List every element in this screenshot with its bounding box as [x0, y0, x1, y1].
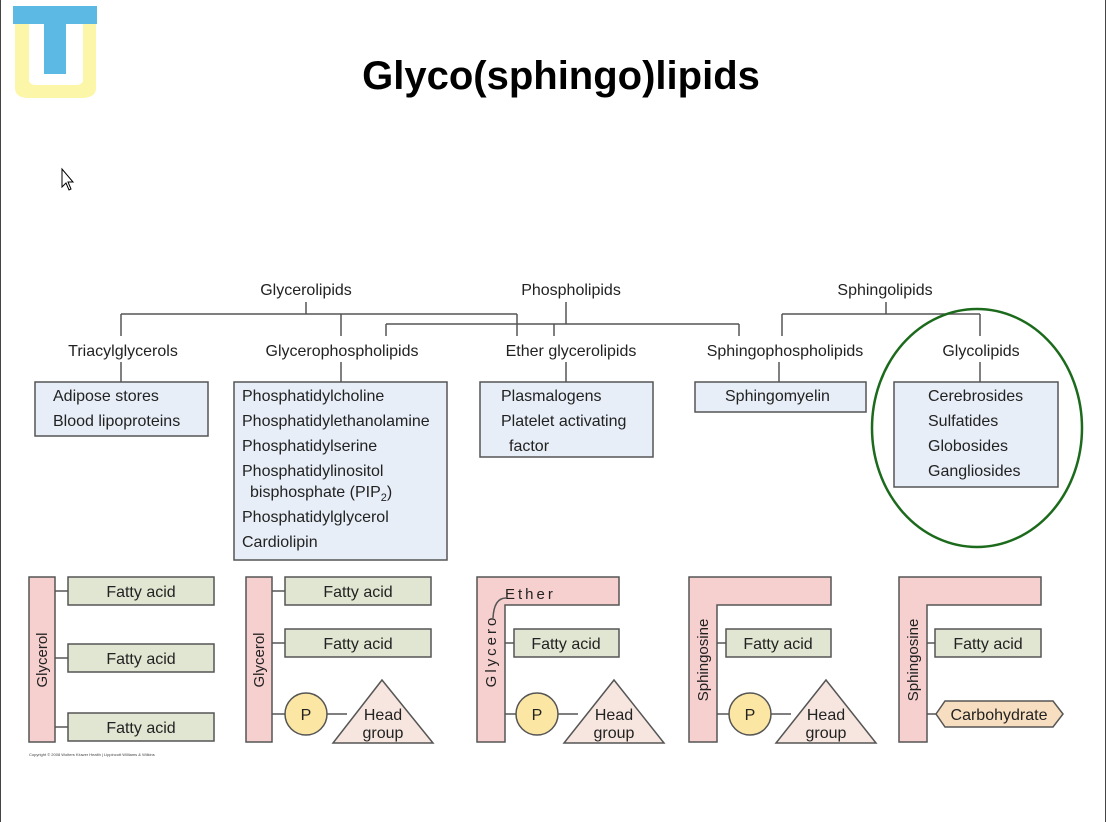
head-group-line1: Head	[595, 707, 633, 724]
example-blood-lipoproteins: Blood lipoproteins	[53, 413, 180, 430]
example-platelet-activating: Platelet activating	[501, 413, 626, 430]
carbohydrate-label: Carbohydrate	[951, 707, 1048, 724]
logo	[13, 6, 97, 98]
example-adipose-stores: Adipose stores	[53, 388, 159, 405]
phosphate-label: P	[532, 707, 543, 724]
example-globosides: Globosides	[928, 438, 1008, 455]
phosphate-label: P	[301, 707, 312, 724]
head-group-line2: group	[363, 725, 404, 742]
example-sulfatides: Sulfatides	[928, 413, 998, 430]
example-bisphosphate-pip2: bisphosphate (PIP2)	[250, 484, 392, 504]
example-phosphatidylinositol: Phosphatidylinositol	[242, 463, 383, 480]
fatty-acid-label: Fatty acid	[106, 584, 175, 601]
example-factor: factor	[509, 438, 550, 455]
structure-ether-glycerolipid: Glycero Ether Fatty acid P Head group	[476, 576, 666, 744]
head-group-line2: group	[594, 725, 635, 742]
box-glycerophospholipids	[233, 381, 448, 561]
category-sphingolipids: Sphingolipids	[837, 282, 932, 299]
fatty-acid-label: Fatty acid	[323, 636, 392, 653]
backbone-label-glycerol-2: Glycerol	[251, 632, 268, 687]
backbone-label-sphingosine-1: Sphingosine	[695, 619, 712, 702]
category-glycerolipids: Glycerolipids	[260, 282, 352, 299]
example-phosphatidylcholine: Phosphatidylcholine	[242, 388, 384, 405]
example-plasmalogens: Plasmalogens	[501, 388, 602, 405]
subcategory-glycerophospholipids: Glycerophospholipids	[266, 343, 419, 360]
copyright-text: Copyright © 2008 Wolters Kluwer Health |…	[29, 752, 155, 757]
fatty-acid-label: Fatty acid	[531, 636, 600, 653]
phosphate-label: P	[745, 707, 756, 724]
tree-connectors	[120, 302, 981, 382]
subcategory-glycolipids: Glycolipids	[942, 343, 1019, 360]
cursor-icon	[61, 167, 75, 191]
slide-title: Glyco(sphingo)lipids	[362, 54, 760, 98]
box-ether-glycerolipids	[479, 381, 654, 458]
head-group-line2: group	[806, 725, 847, 742]
structure-sphingophospholipid: Sphingosine Fatty acid P Head group	[688, 576, 878, 744]
example-phosphatidylglycerol: Phosphatidylglycerol	[242, 509, 389, 526]
backbone-label-glycero: Glycero	[483, 615, 500, 688]
subcategory-triacylglycerols: Triacylglycerols	[68, 343, 178, 360]
head-group-line1: Head	[364, 707, 402, 724]
backbone-label-sphingosine-2: Sphingosine	[905, 619, 922, 702]
structure-glycerophospholipid: Glycerol Fatty acid Fatty acid P Head gr…	[245, 576, 435, 744]
fatty-acid-label: Fatty acid	[106, 720, 175, 737]
box-triacylglycerols	[34, 381, 209, 437]
structure-triacylglycerol: Glycerol Fatty acid Fatty acid Fatty aci…	[28, 576, 215, 743]
structure-glycolipid: Sphingosine Fatty acid Carbohydrate	[898, 576, 1064, 743]
glycolipids-highlight-circle	[870, 307, 1084, 549]
example-cerebrosides: Cerebrosides	[928, 388, 1023, 405]
backbone-label-glycerol-1: Glycerol	[34, 632, 51, 687]
subcategory-ether-glycerolipids: Ether glycerolipids	[506, 343, 637, 360]
example-gangliosides: Gangliosides	[928, 463, 1021, 480]
fatty-acid-label: Fatty acid	[743, 636, 812, 653]
head-group-line1: Head	[807, 707, 845, 724]
box-glycolipids	[893, 381, 1059, 488]
box-sphingophospholipids	[694, 381, 867, 413]
fatty-acid-label: Fatty acid	[323, 584, 392, 601]
subcategory-sphingophospholipids: Sphingophospholipids	[707, 343, 864, 360]
example-cardiolipin: Cardiolipin	[242, 534, 318, 551]
ether-label: Ether	[505, 586, 556, 603]
category-phospholipids: Phospholipids	[521, 282, 621, 299]
example-phosphatidylethanolamine: Phosphatidylethanolamine	[242, 413, 430, 430]
example-sphingomyelin: Sphingomyelin	[725, 388, 830, 405]
fatty-acid-label: Fatty acid	[953, 636, 1022, 653]
example-phosphatidylserine: Phosphatidylserine	[242, 438, 377, 455]
fatty-acid-label: Fatty acid	[106, 651, 175, 668]
